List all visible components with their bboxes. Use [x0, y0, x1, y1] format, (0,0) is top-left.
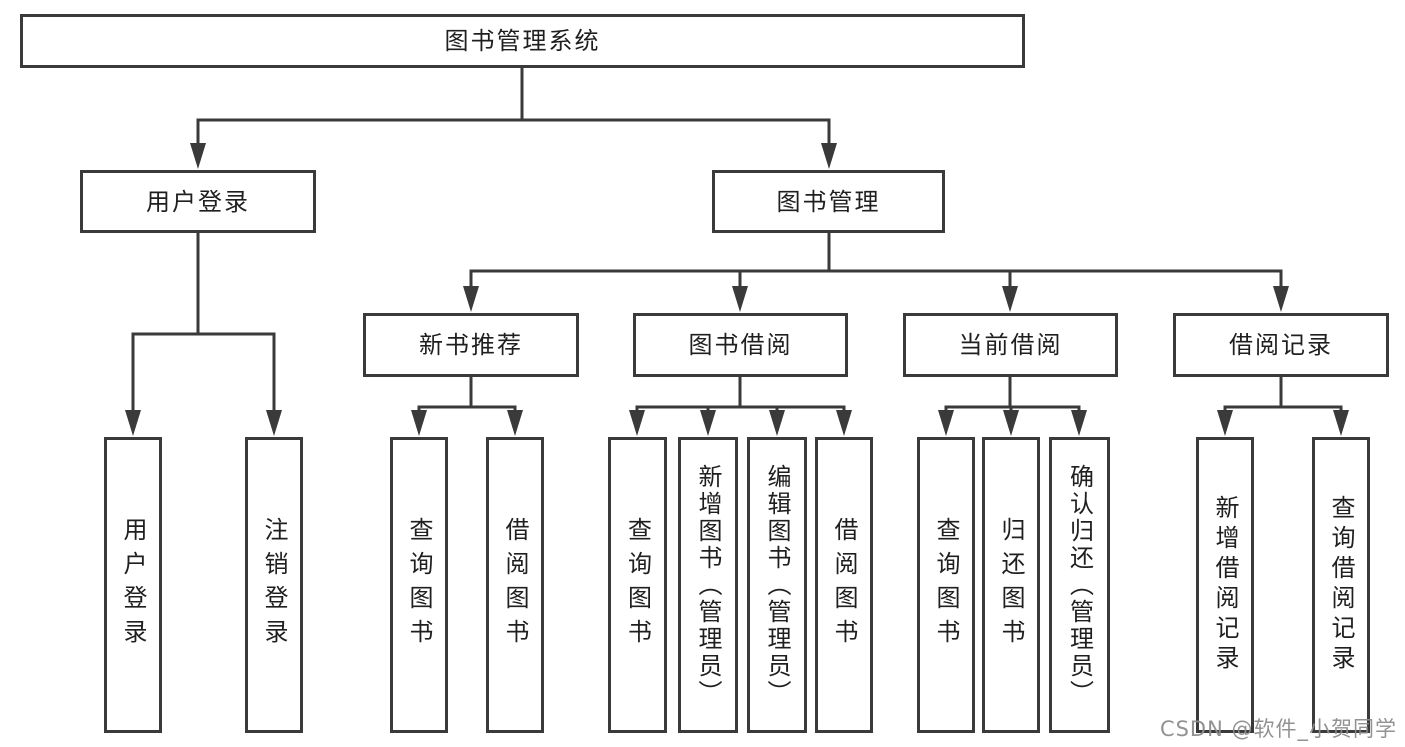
- node-label: 用户登录: [146, 187, 250, 216]
- node-label: 借阅记录: [1229, 331, 1333, 359]
- node-label: 归还图书: [997, 517, 1025, 653]
- arrow-down-icon: [629, 410, 645, 436]
- node-label: 编辑图书（管理员）: [763, 463, 791, 707]
- node-label: 确认归还（管理员）: [1065, 463, 1094, 707]
- edge-recommend-bus: [417, 405, 517, 412]
- arrow-down-icon: [1003, 410, 1019, 436]
- arrow-down-icon: [1273, 286, 1289, 312]
- leaf-recommend-query-books: 查询图书: [390, 437, 448, 733]
- node-label: 注销登录: [260, 517, 288, 653]
- leaf-records-query-borrow-record: 查询借阅记录: [1312, 437, 1370, 733]
- node-book-management: 图书管理: [712, 170, 945, 233]
- leaf-borrowing-query-books: 查询图书: [608, 437, 667, 733]
- edges: [131, 68, 1343, 412]
- arrow-down-icon: [769, 410, 785, 436]
- node-label: 借阅图书: [501, 517, 529, 653]
- node-book-borrowing: 图书借阅: [633, 313, 848, 377]
- arrow-down-icon: [411, 410, 427, 436]
- node-label: 查询借阅记录: [1327, 495, 1355, 675]
- arrow-down-icon: [1071, 410, 1087, 436]
- leaf-user-login: 用户登录: [104, 437, 162, 733]
- arrow-down-icon: [125, 410, 141, 436]
- node-borrowing-records: 借阅记录: [1173, 313, 1389, 377]
- edge-level2-bus: [196, 118, 831, 144]
- edge-records-bus: [1223, 405, 1343, 412]
- node-user-login: 用户登录: [80, 170, 316, 233]
- node-label: 图书管理系统: [444, 27, 601, 55]
- leaf-current-confirm-return-admin: 确认归还（管理员）: [1049, 437, 1110, 733]
- edge-user-login-bus: [131, 332, 276, 412]
- node-label: 图书借阅: [688, 331, 793, 359]
- leaf-records-add-borrow-record: 新增借阅记录: [1196, 437, 1254, 733]
- node-new-book-recommend: 新书推荐: [363, 313, 579, 377]
- node-label: 图书管理: [776, 187, 881, 216]
- node-label: 新书推荐: [419, 331, 523, 359]
- leaf-borrowing-borrow-books: 借阅图书: [815, 437, 873, 733]
- arrow-down-icon: [1217, 410, 1233, 436]
- edge-level3-bus: [469, 269, 1283, 288]
- node-label: 借阅图书: [830, 517, 858, 653]
- node-label: 新增图书（管理员）: [694, 463, 722, 707]
- node-current-borrowing: 当前借阅: [903, 313, 1118, 377]
- node-label: 新增借阅记录: [1211, 495, 1239, 675]
- arrow-down-icon: [463, 286, 479, 312]
- node-label: 查询图书: [623, 517, 652, 653]
- leaf-current-query-books: 查询图书: [917, 437, 975, 733]
- arrow-down-icon: [821, 143, 837, 169]
- node-label: 当前借阅: [958, 331, 1063, 359]
- leaf-borrowing-add-books-admin: 新增图书（管理员）: [678, 437, 738, 733]
- leaf-borrowing-edit-books-admin: 编辑图书（管理员）: [747, 437, 807, 733]
- node-root-library-management-system: 图书管理系统: [20, 14, 1025, 68]
- arrow-down-icon: [938, 410, 954, 436]
- edge-borrowing-bus: [635, 405, 846, 412]
- arrowhead-icons: [125, 143, 1349, 436]
- node-label: 查询图书: [405, 517, 433, 653]
- node-label: 查询图书: [932, 517, 960, 653]
- node-label: 用户登录: [119, 517, 147, 653]
- arrow-down-icon: [836, 410, 852, 436]
- leaf-logout: 注销登录: [245, 437, 303, 733]
- arrow-down-icon: [732, 286, 748, 312]
- arrow-down-icon: [507, 410, 523, 436]
- arrow-down-icon: [1333, 410, 1349, 436]
- csdn-watermark: CSDN @软件_小贺同学: [1159, 717, 1397, 741]
- arrow-down-icon: [190, 143, 206, 169]
- leaf-recommend-borrow-books: 借阅图书: [486, 437, 544, 733]
- arrow-down-icon: [1002, 286, 1018, 312]
- leaf-current-return-books: 归还图书: [982, 437, 1040, 733]
- arrow-down-icon: [700, 410, 716, 436]
- arrow-down-icon: [266, 410, 282, 436]
